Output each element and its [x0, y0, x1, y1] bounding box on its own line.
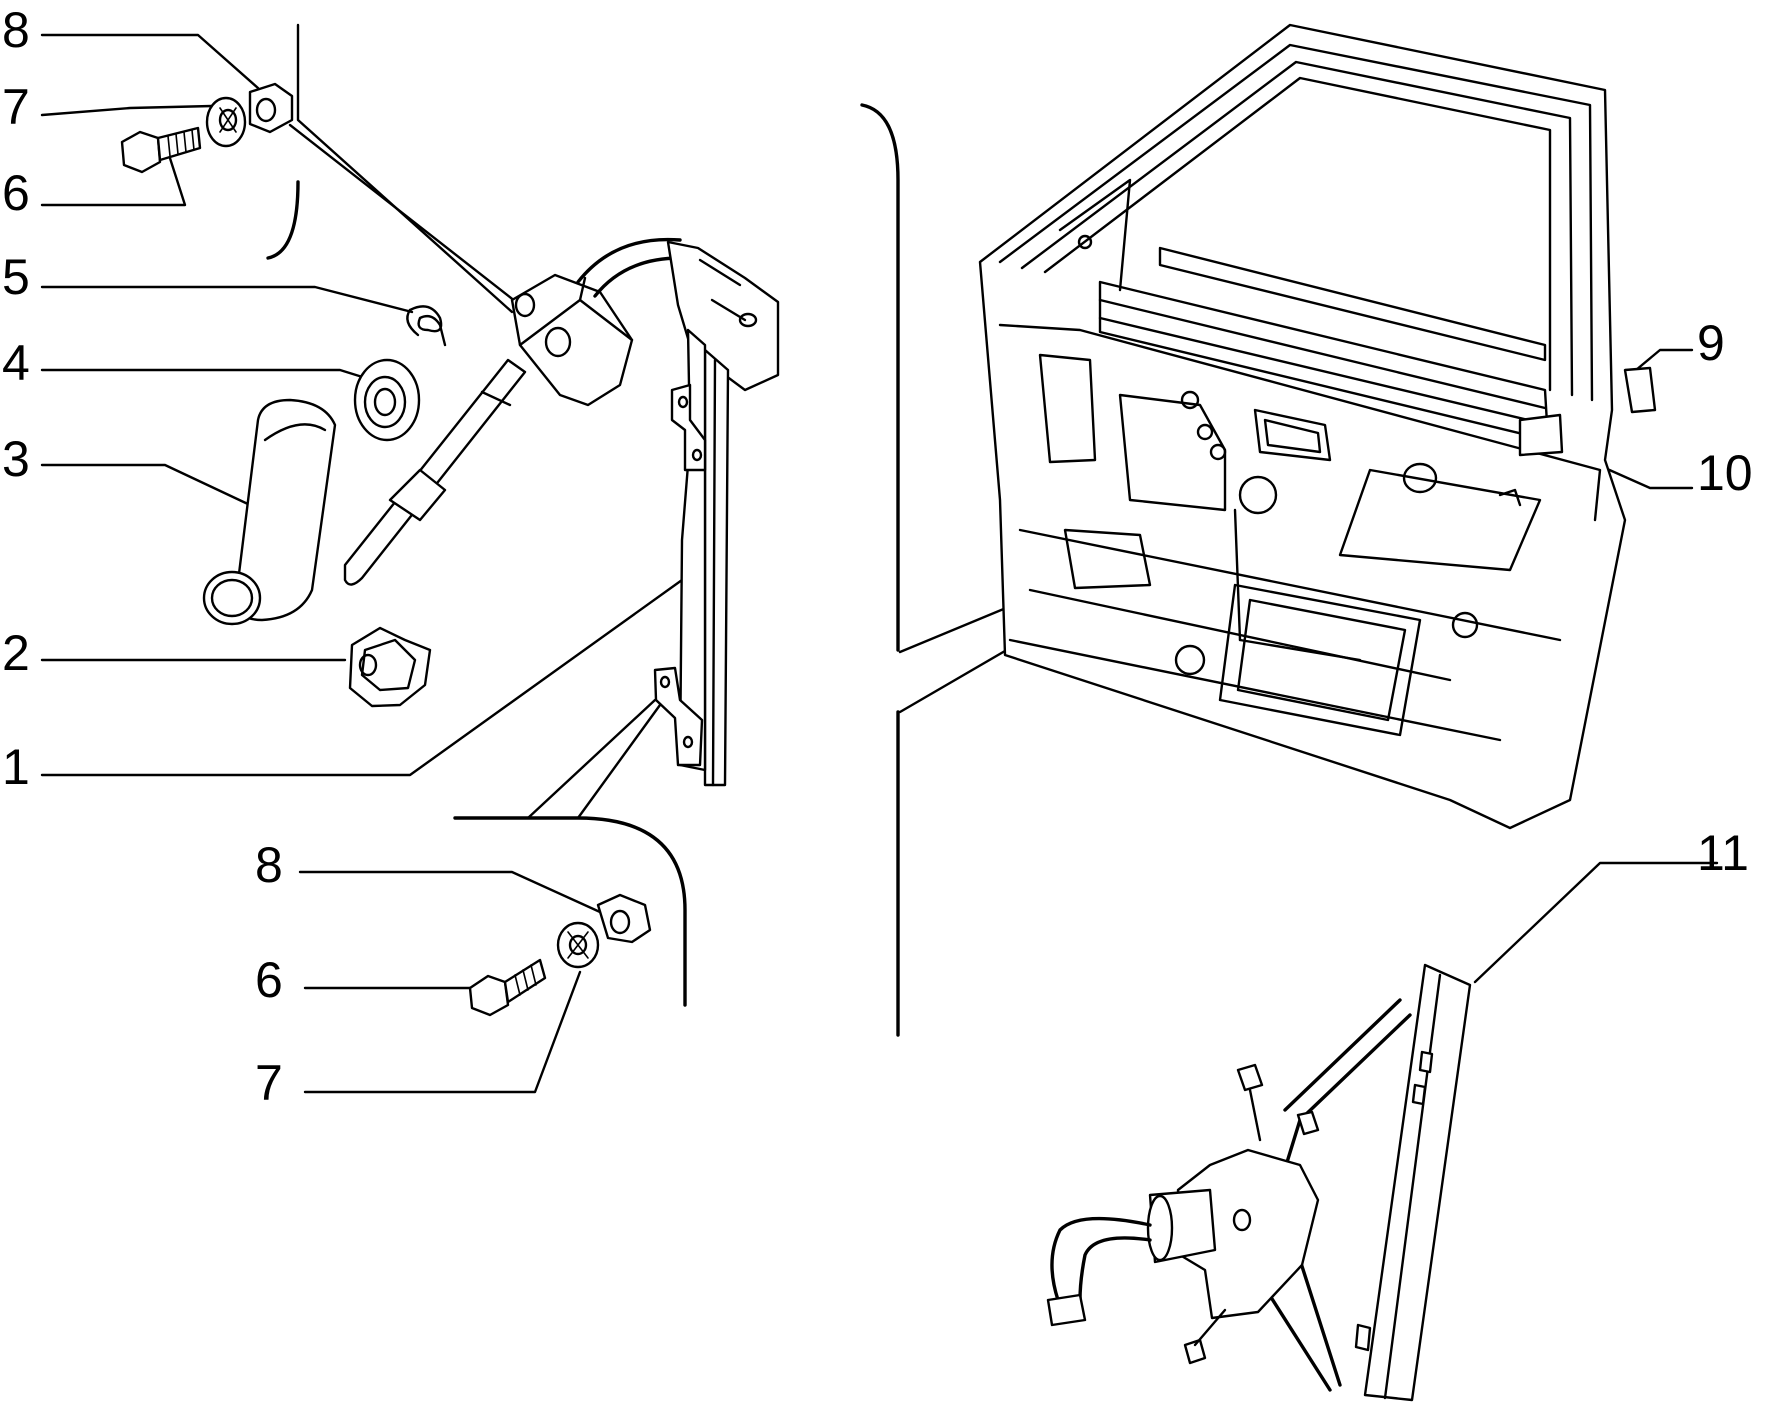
clip-5	[406, 305, 447, 347]
door-shell	[978, 23, 1657, 830]
callout-11: 11	[1697, 825, 1749, 881]
manual-regulator-1	[343, 237, 780, 787]
electric-regulator-11	[1046, 963, 1472, 1402]
callout-7-top: 7	[2, 79, 30, 135]
callout-8-bottom: 8	[255, 837, 283, 893]
nut-8-bottom	[596, 893, 652, 944]
bolt-6-top	[120, 126, 202, 174]
callout-3: 3	[2, 431, 30, 487]
callout-5: 5	[2, 249, 30, 305]
callout-7-bottom: 7	[255, 1055, 283, 1111]
callout-10: 10	[1697, 445, 1753, 501]
bolt-6-bottom	[468, 958, 547, 1017]
callout-6-bottom: 6	[255, 952, 283, 1008]
callout-9: 9	[1697, 315, 1725, 371]
washer-7-top	[205, 96, 247, 148]
crank-handle-3	[202, 398, 337, 626]
callout-1: 1	[2, 739, 30, 795]
bezel-4	[353, 358, 421, 442]
callout-4: 4	[2, 335, 30, 391]
nut-8-top	[248, 82, 294, 134]
callout-2: 2	[2, 625, 30, 681]
group-brackets	[266, 103, 900, 1037]
washer-7-bottom	[556, 921, 600, 969]
callout-8-top: 8	[2, 2, 30, 58]
retaining-clip-2	[348, 626, 432, 708]
callout-6-top: 6	[2, 165, 30, 221]
